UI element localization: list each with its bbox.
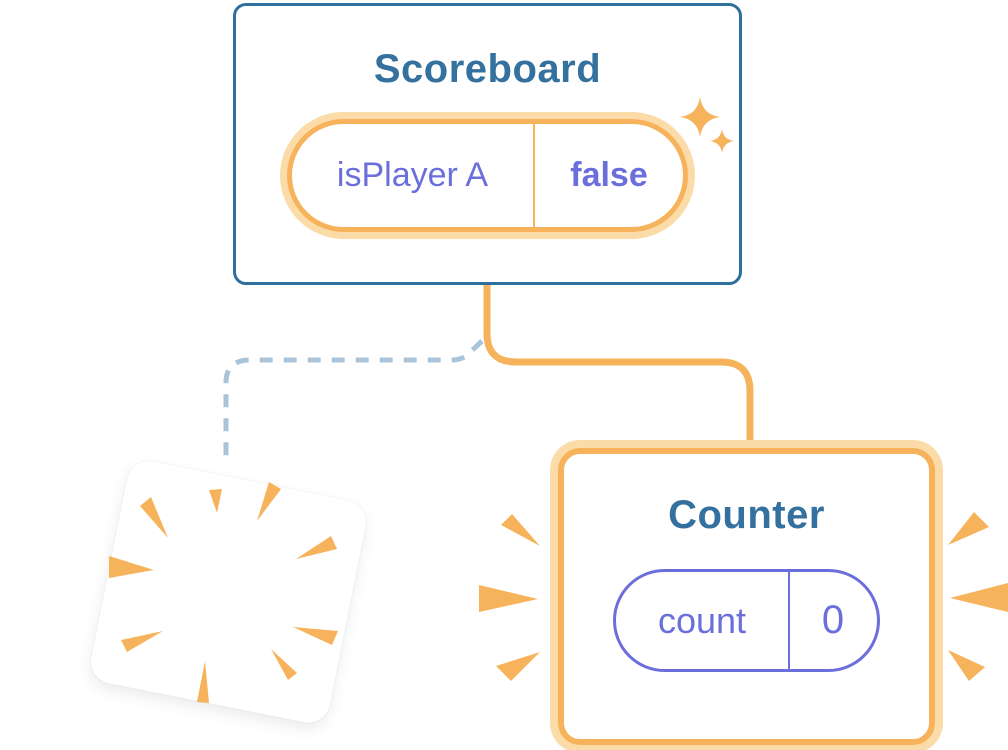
dashed-connector (223, 339, 484, 464)
scoreboard-state-pill: isPlayer A false (287, 119, 688, 232)
emphasis-marks-right-icon (948, 512, 1008, 681)
counter-title: Counter (668, 493, 825, 537)
counter-card: Counter count 0 (558, 448, 935, 745)
state-value: 0 (821, 598, 845, 642)
pill-divider (533, 124, 535, 227)
solid-connector (483, 284, 754, 456)
state-name: count (657, 599, 747, 641)
state-name: isPlayer A (336, 156, 489, 194)
destroyed-card (87, 457, 370, 727)
emphasis-marks-left-icon (479, 514, 540, 681)
scoreboard-card: Scoreboard isPlayer A false (233, 3, 742, 285)
pill-divider (788, 572, 790, 669)
state-value: false (570, 156, 648, 194)
counter-state-pill: count 0 (613, 569, 880, 672)
scoreboard-title: Scoreboard (373, 47, 602, 91)
